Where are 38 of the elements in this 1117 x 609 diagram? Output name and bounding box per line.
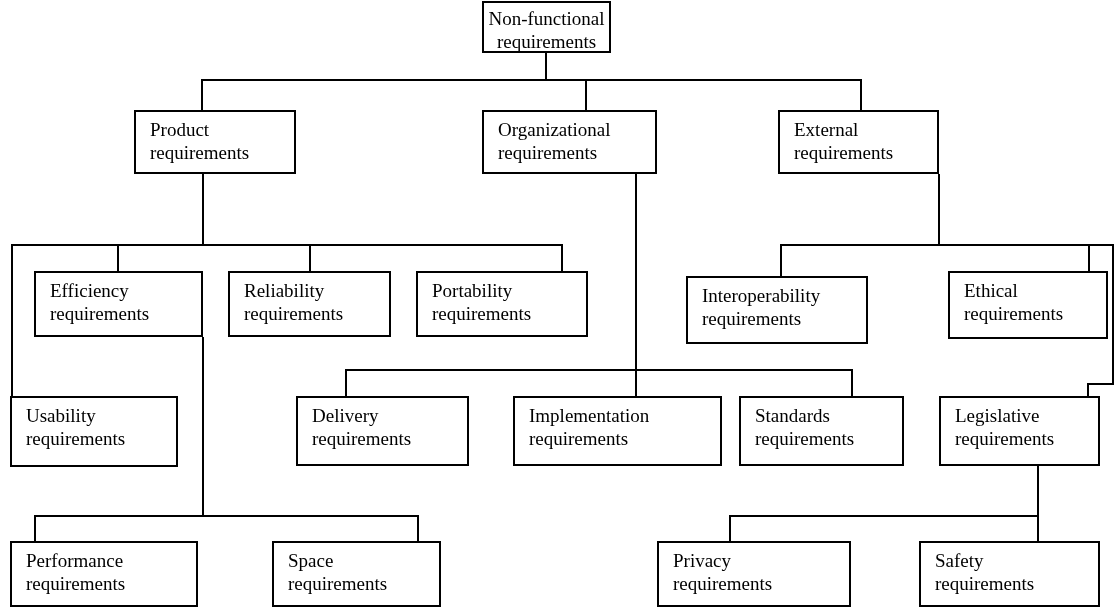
requirement-box — [919, 541, 1100, 607]
requirement-box — [10, 396, 178, 467]
requirement-box — [296, 396, 469, 466]
box-label: Standards requirements — [755, 404, 856, 450]
box-label: Safety requirements — [935, 549, 1036, 595]
connector-line — [545, 52, 862, 111]
box-label: Space requirements — [288, 549, 389, 595]
requirement-box — [778, 110, 939, 174]
requirement-box — [272, 541, 441, 607]
box-label: Implementation requirements — [529, 404, 651, 450]
box-label: Ethical requirements — [964, 279, 1065, 325]
requirement-box — [482, 110, 657, 174]
requirement-box — [482, 1, 611, 53]
box-label: Product requirements — [150, 118, 251, 164]
box-label: Efficiency requirements — [50, 279, 151, 325]
box-label: External requirements — [794, 118, 895, 164]
requirement-box — [34, 271, 203, 337]
box-label: Performance requirements — [26, 549, 127, 595]
connector-line — [1037, 465, 1039, 542]
box-label: Usability requirements — [26, 404, 127, 450]
box-label: Organizational requirements — [498, 118, 612, 164]
box-label: Interoperability requirements — [702, 284, 822, 330]
requirement-box — [416, 271, 588, 337]
requirement-box — [10, 541, 198, 607]
requirement-box — [948, 271, 1108, 339]
requirement-box — [228, 271, 391, 337]
requirement-box — [513, 396, 722, 466]
box-label: Delivery requirements — [312, 404, 413, 450]
box-label: Non-functional requirements — [487, 7, 606, 53]
box-label: Privacy requirements — [673, 549, 774, 595]
requirement-box — [134, 110, 296, 174]
box-label: Legislative requirements — [955, 404, 1056, 450]
requirement-box — [939, 396, 1100, 466]
box-label: Reliability requirements — [244, 279, 345, 325]
requirement-box — [657, 541, 851, 607]
requirement-box — [739, 396, 904, 466]
box-label: Portability requirements — [432, 279, 533, 325]
requirement-box — [686, 276, 868, 344]
